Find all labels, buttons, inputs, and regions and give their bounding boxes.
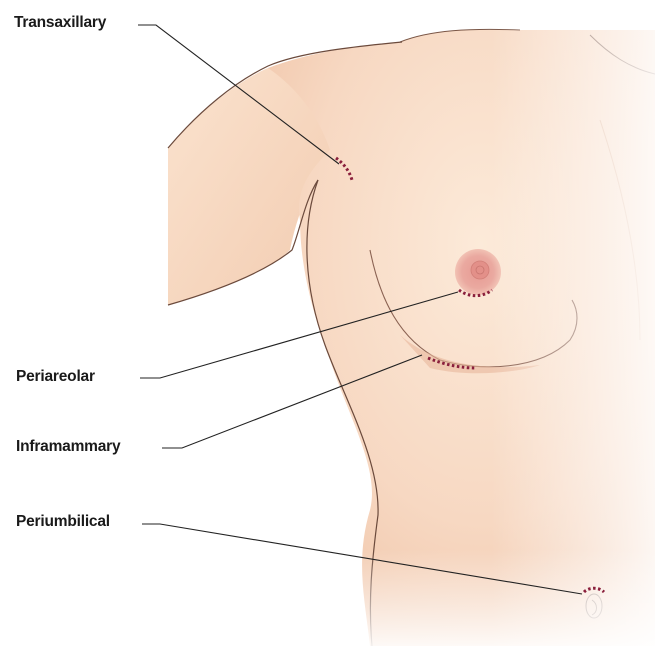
periareolar-label: Periareolar: [16, 368, 95, 386]
transaxillary-label: Transaxillary: [14, 14, 106, 32]
inframammary-label: Inframammary: [16, 438, 120, 456]
periumbilical-label: Periumbilical: [16, 513, 110, 531]
